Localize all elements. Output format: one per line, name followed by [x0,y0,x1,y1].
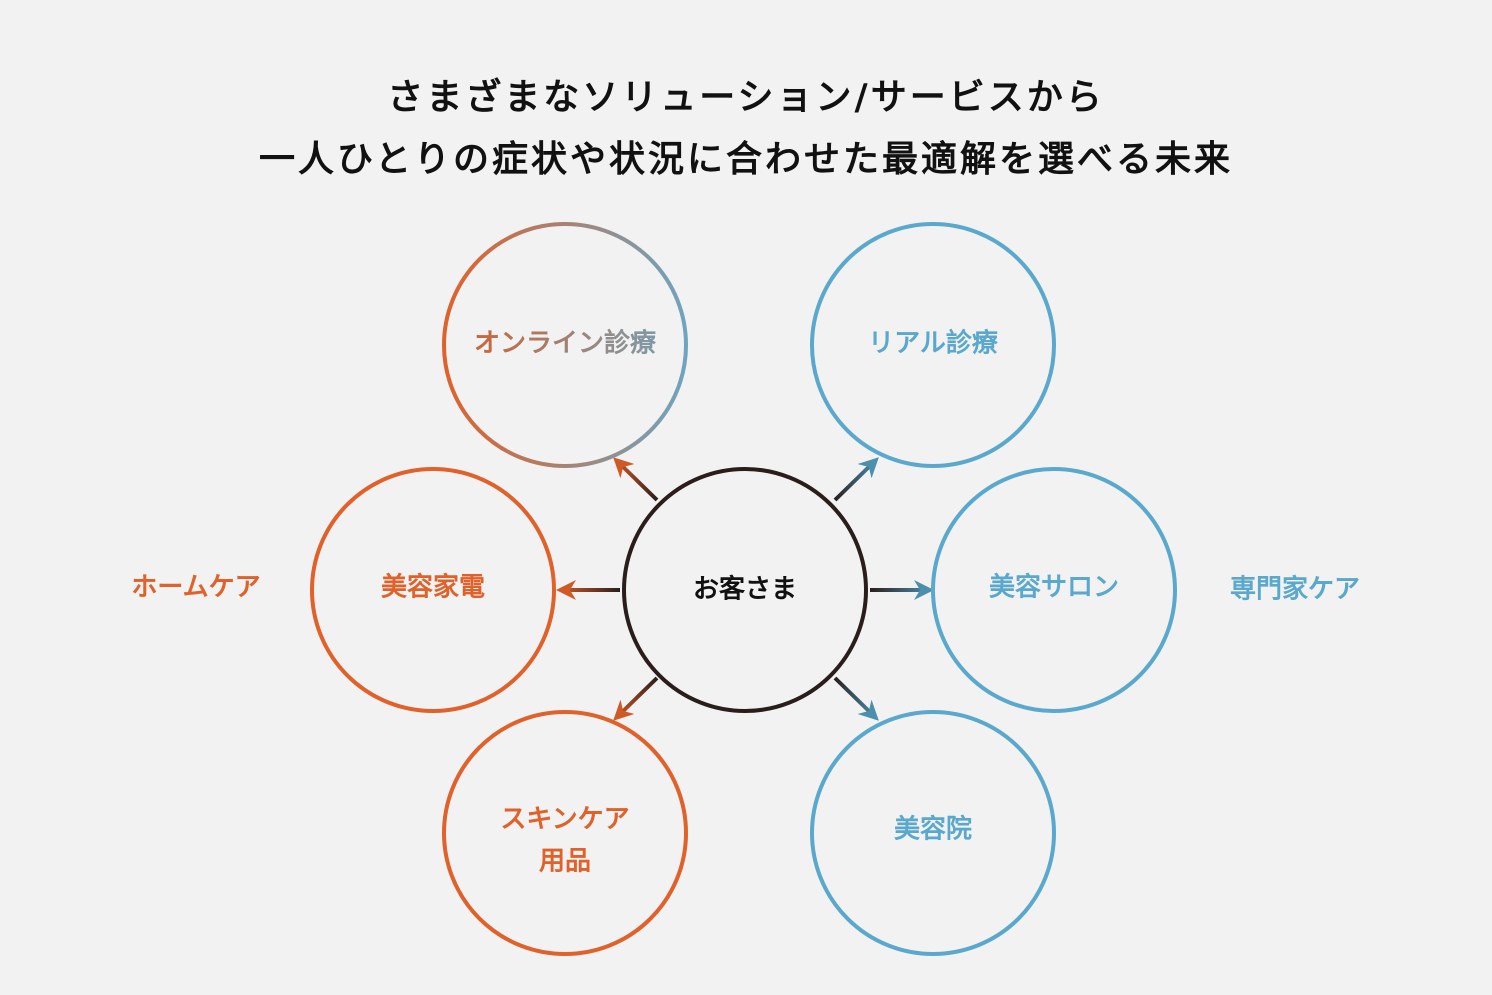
node-skincare-label-1: スキンケア [500,805,629,835]
node-salon-circle [931,467,1177,713]
title-line-1: さまざまなソリューション/サービスから [387,77,1105,118]
node-appliance-label: 美容家電 [381,572,485,603]
node-online-circle [442,222,688,468]
title-line-2: 一人ひとりの症状や状況に合わせた最適解を選べる未来 [259,139,1233,180]
arrow-to-clinic [833,676,879,721]
node-skincare-circle [442,710,688,956]
group-home-label: ホームケア [131,573,260,603]
arrow-to-skincare [613,676,659,721]
node-online-label: オンライン診療 [474,328,657,359]
center-circle [622,467,868,713]
arrow-to-real [833,457,879,502]
node-real-circle [810,222,1056,468]
node-clinic-circle [810,710,1056,956]
node-skincare-label-2: 用品 [539,847,591,877]
center-label: お客さま [693,574,797,605]
node-appliance-circle [310,467,556,713]
node-real-label: リアル診療 [868,328,999,359]
node-clinic-label: 美容院 [894,814,972,845]
node-salon-label: 美容サロン [989,572,1119,603]
group-expert-label: 専門家ケア [1230,574,1360,605]
arrow-to-online [613,457,659,502]
